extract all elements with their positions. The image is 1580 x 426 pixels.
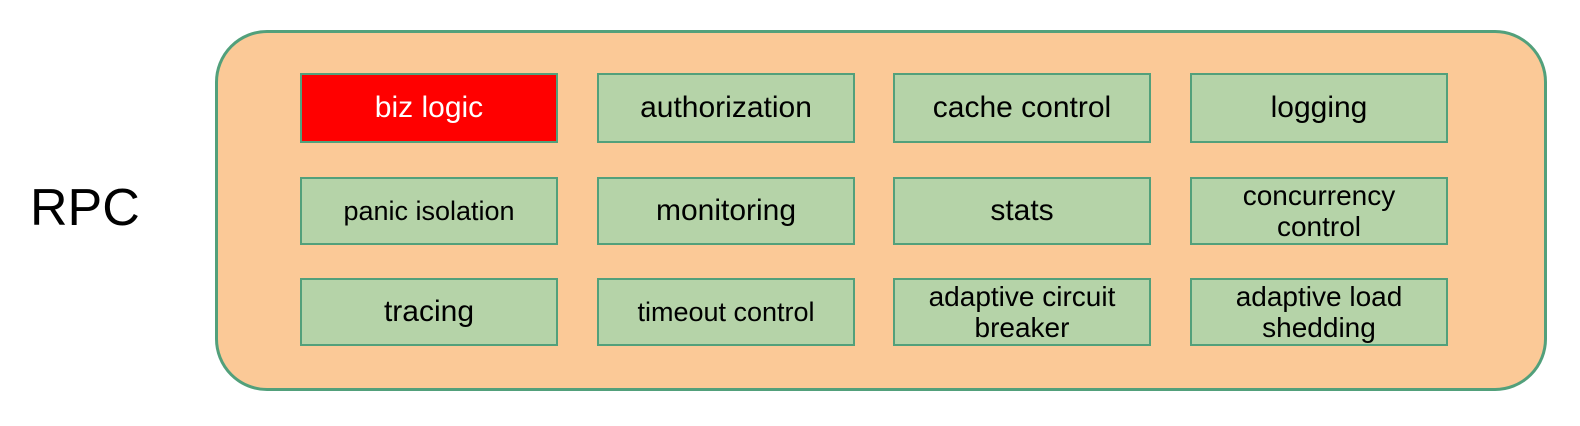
feature-box-adaptive-circuit-breaker[interactable]: adaptive circuit breaker bbox=[893, 278, 1151, 346]
rpc-side-label: RPC bbox=[30, 179, 140, 237]
feature-box-biz-logic[interactable]: biz logic bbox=[300, 73, 558, 143]
feature-grid: biz logic authorization cache control lo… bbox=[218, 33, 1544, 388]
feature-box-panic-isolation[interactable]: panic isolation bbox=[300, 177, 558, 245]
feature-box-tracing[interactable]: tracing bbox=[300, 278, 558, 346]
feature-box-authorization[interactable]: authorization bbox=[597, 73, 855, 143]
feature-box-stats[interactable]: stats bbox=[893, 177, 1151, 245]
feature-box-adaptive-load-shedding[interactable]: adaptive load shedding bbox=[1190, 278, 1448, 346]
feature-box-cache-control[interactable]: cache control bbox=[893, 73, 1151, 143]
feature-box-monitoring[interactable]: monitoring bbox=[597, 177, 855, 245]
feature-box-logging[interactable]: logging bbox=[1190, 73, 1448, 143]
feature-box-concurrency-control[interactable]: concurrency control bbox=[1190, 177, 1448, 245]
rpc-framework-container: biz logic authorization cache control lo… bbox=[215, 30, 1547, 391]
feature-box-timeout-control[interactable]: timeout control bbox=[597, 278, 855, 346]
